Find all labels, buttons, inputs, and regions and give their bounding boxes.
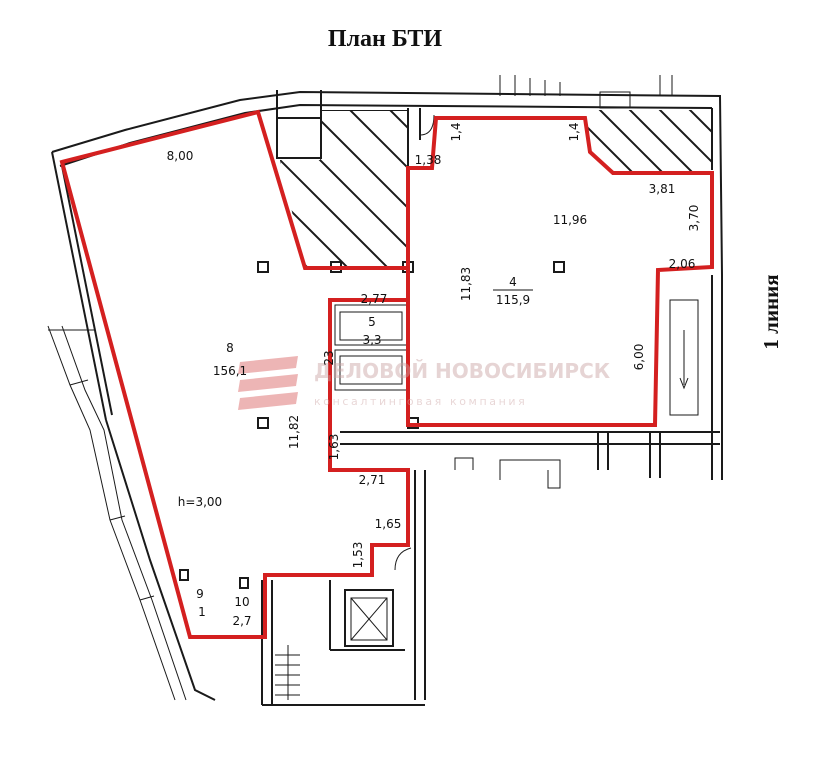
dim-2-71: 2,71 xyxy=(359,473,386,487)
dim-1-4-a: 1,4 xyxy=(449,122,463,141)
dim-1-63: 1,63 xyxy=(327,434,341,461)
room8-width: 8,00 xyxy=(167,149,194,163)
premises-outline-right xyxy=(406,116,714,427)
dim-2-06: 2,06 xyxy=(669,257,696,271)
room4-number: 4 xyxy=(509,275,517,289)
hatched-area-right xyxy=(588,110,712,172)
room8-number: 8 xyxy=(226,341,234,355)
room5-area: 3,3 xyxy=(362,333,381,347)
room10-area: 2,7 xyxy=(232,614,251,628)
room-labels: 8,00 8 156,1 11,82 h=3,00 11,96 4 115,9 … xyxy=(167,149,588,628)
room4-area: 115,9 xyxy=(496,293,530,307)
dim-1-4-b: 1,4 xyxy=(567,122,581,141)
room10-number: 10 xyxy=(234,595,249,609)
dim-1-65: 1,65 xyxy=(375,517,402,531)
building-walls xyxy=(47,75,723,706)
dim-3-81: 3,81 xyxy=(649,182,676,196)
room9-area: 1 xyxy=(198,605,206,619)
dim-1-53: 1,53 xyxy=(351,542,365,569)
plan-title: План БТИ xyxy=(328,26,443,52)
room9-number: 9 xyxy=(196,587,204,601)
dim-6-00: 6,00 xyxy=(632,344,646,371)
watermark-subtitle: консалтинговая компания xyxy=(314,395,527,408)
watermark: ДЕЛОВОЙ НОВОСИБИРСК консалтинговая компа… xyxy=(238,356,611,410)
dim-1-38: 1,38 xyxy=(415,153,442,167)
room8-area: 156,1 xyxy=(213,364,247,378)
room4-length: 11,83 xyxy=(459,267,473,301)
premises-outline-left xyxy=(59,109,410,639)
room5-number: 5 xyxy=(368,315,376,329)
room8-height: h=3,00 xyxy=(178,495,222,509)
dim-3-70: 3,70 xyxy=(687,205,701,232)
watermark-name: ДЕЛОВОЙ НОВОСИБИРСК xyxy=(314,359,611,383)
dim-2-77: 2,77 xyxy=(361,292,388,306)
dimension-labels: 1,38 1,4 1,4 3,81 3,70 2,06 6,00 2,77 23… xyxy=(322,122,701,568)
watermark-logo-icon xyxy=(238,356,298,410)
street-label: 1 линия xyxy=(759,274,783,349)
room8-length: 11,82 xyxy=(287,415,301,449)
dim-23: 23 xyxy=(322,350,336,365)
room4-width: 11,96 xyxy=(553,213,587,227)
